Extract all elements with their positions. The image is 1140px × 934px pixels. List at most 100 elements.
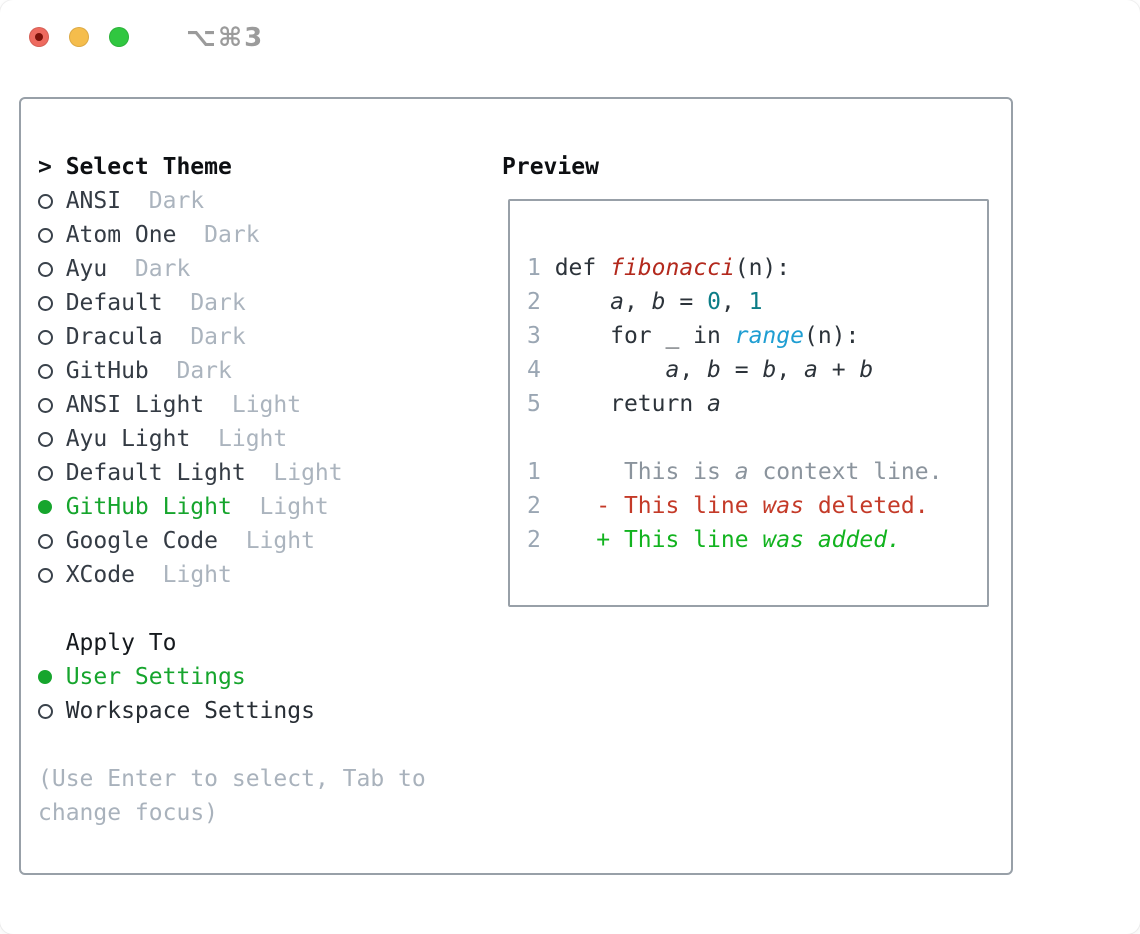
radio-marker [38, 193, 66, 209]
spacer [38, 728, 502, 762]
code-token-number: 1 [748, 289, 763, 315]
close-button[interactable] [29, 27, 49, 47]
line-number: 2 [527, 289, 541, 315]
zoom-button[interactable] [109, 27, 129, 47]
radio-icon [38, 567, 53, 583]
line-number: 5 [527, 391, 541, 417]
code-token-added-em: was [762, 527, 804, 553]
code-token-variable: a [804, 357, 818, 383]
code-token-variable: b [651, 289, 666, 315]
radio-icon [38, 295, 53, 311]
radio-selected-marker [38, 670, 66, 684]
code-token-plain: , [776, 357, 805, 383]
code-token-added: + This line [596, 527, 763, 553]
code-token-number: 0 [707, 289, 721, 315]
theme-option-default-light[interactable]: Default Light Light [38, 456, 502, 490]
theme-name: Default Light [65, 460, 246, 486]
code-line: 2 a, b = 0, 1 [527, 285, 977, 319]
diff-context-line: 1 This is a context line. [527, 455, 977, 489]
code-line: 4 a, b = b, a + b [527, 353, 977, 387]
radio-marker [38, 465, 66, 481]
code-token-variable: a [610, 289, 624, 315]
theme-variant: Dark [204, 222, 260, 248]
apply-option-label: User Settings [65, 664, 246, 690]
code-token-plain: + [817, 357, 860, 383]
code-token-plain: , [679, 357, 708, 383]
line-number: 1 [527, 459, 541, 485]
radio-marker [38, 227, 66, 243]
code-token-added [804, 527, 818, 553]
radio-icon [38, 227, 53, 243]
theme-option-default[interactable]: Default Dark [38, 286, 502, 320]
line-number: 2 [527, 527, 541, 553]
radio-icon [38, 261, 53, 277]
page-title: Select Theme [65, 154, 232, 180]
theme-variant: Dark [190, 290, 246, 316]
tab-shortcut-label: ⌥⌘3 [186, 23, 265, 53]
code-token-variable: a [707, 391, 721, 417]
radio-icon [38, 703, 53, 719]
code-token-plain: def [540, 255, 611, 281]
radio-icon [38, 329, 53, 345]
code-token-plain: (n): [734, 255, 791, 281]
theme-variant: Light [273, 460, 343, 486]
theme-variant: Dark [190, 324, 246, 350]
apply-to-heading: Apply To [65, 630, 177, 656]
apply-option-workspace-settings[interactable]: Workspace Settings [38, 694, 502, 728]
theme-variant: Dark [148, 188, 205, 214]
code-token-plain: return [540, 391, 708, 417]
radio-marker [38, 533, 66, 549]
theme-variant: Dark [134, 256, 191, 282]
spacer [38, 592, 502, 626]
radio-selected-icon [38, 500, 52, 514]
code-token-plain [541, 357, 666, 383]
code-token-deleted: deleted. [803, 493, 929, 519]
usage-hint: (Use Enter to select, Tab to change focu… [38, 766, 426, 826]
line-number: 2 [527, 493, 541, 519]
code-token-variable: b [859, 357, 874, 383]
minimize-button[interactable] [69, 27, 89, 47]
code-token-plain: (n): [803, 323, 860, 349]
code-token-variable: a [665, 357, 680, 383]
theme-name: XCode [65, 562, 135, 588]
radio-marker [38, 567, 66, 583]
line-number: 1 [527, 255, 541, 281]
radio-marker [38, 261, 66, 277]
radio-selected-icon [38, 670, 52, 684]
theme-variant: Light [218, 426, 288, 452]
code-token-call: range [734, 323, 804, 349]
select-theme-heading-row: > Select Theme [38, 150, 502, 184]
code-token-plain: = [720, 357, 763, 383]
radio-icon [38, 533, 53, 549]
code-token-plain: = [665, 289, 708, 315]
radio-icon [38, 465, 53, 481]
code-token-plain: , [720, 289, 749, 315]
prompt-icon: > [38, 154, 52, 180]
line-number: 4 [527, 357, 541, 383]
theme-variant: Light [245, 528, 315, 554]
code-token-context-em: a [734, 459, 749, 485]
theme-name: GitHub [65, 358, 149, 384]
close-attention-dot-icon [35, 33, 43, 41]
apply-option-user-settings[interactable]: User Settings [38, 660, 502, 694]
code-token-plain: for _ in [540, 323, 735, 349]
radio-icon [38, 397, 53, 413]
code-token-variable: b [707, 357, 721, 383]
code-token-added-em: added. [817, 527, 901, 553]
radio-marker [38, 703, 66, 719]
theme-name: Default [65, 290, 163, 316]
